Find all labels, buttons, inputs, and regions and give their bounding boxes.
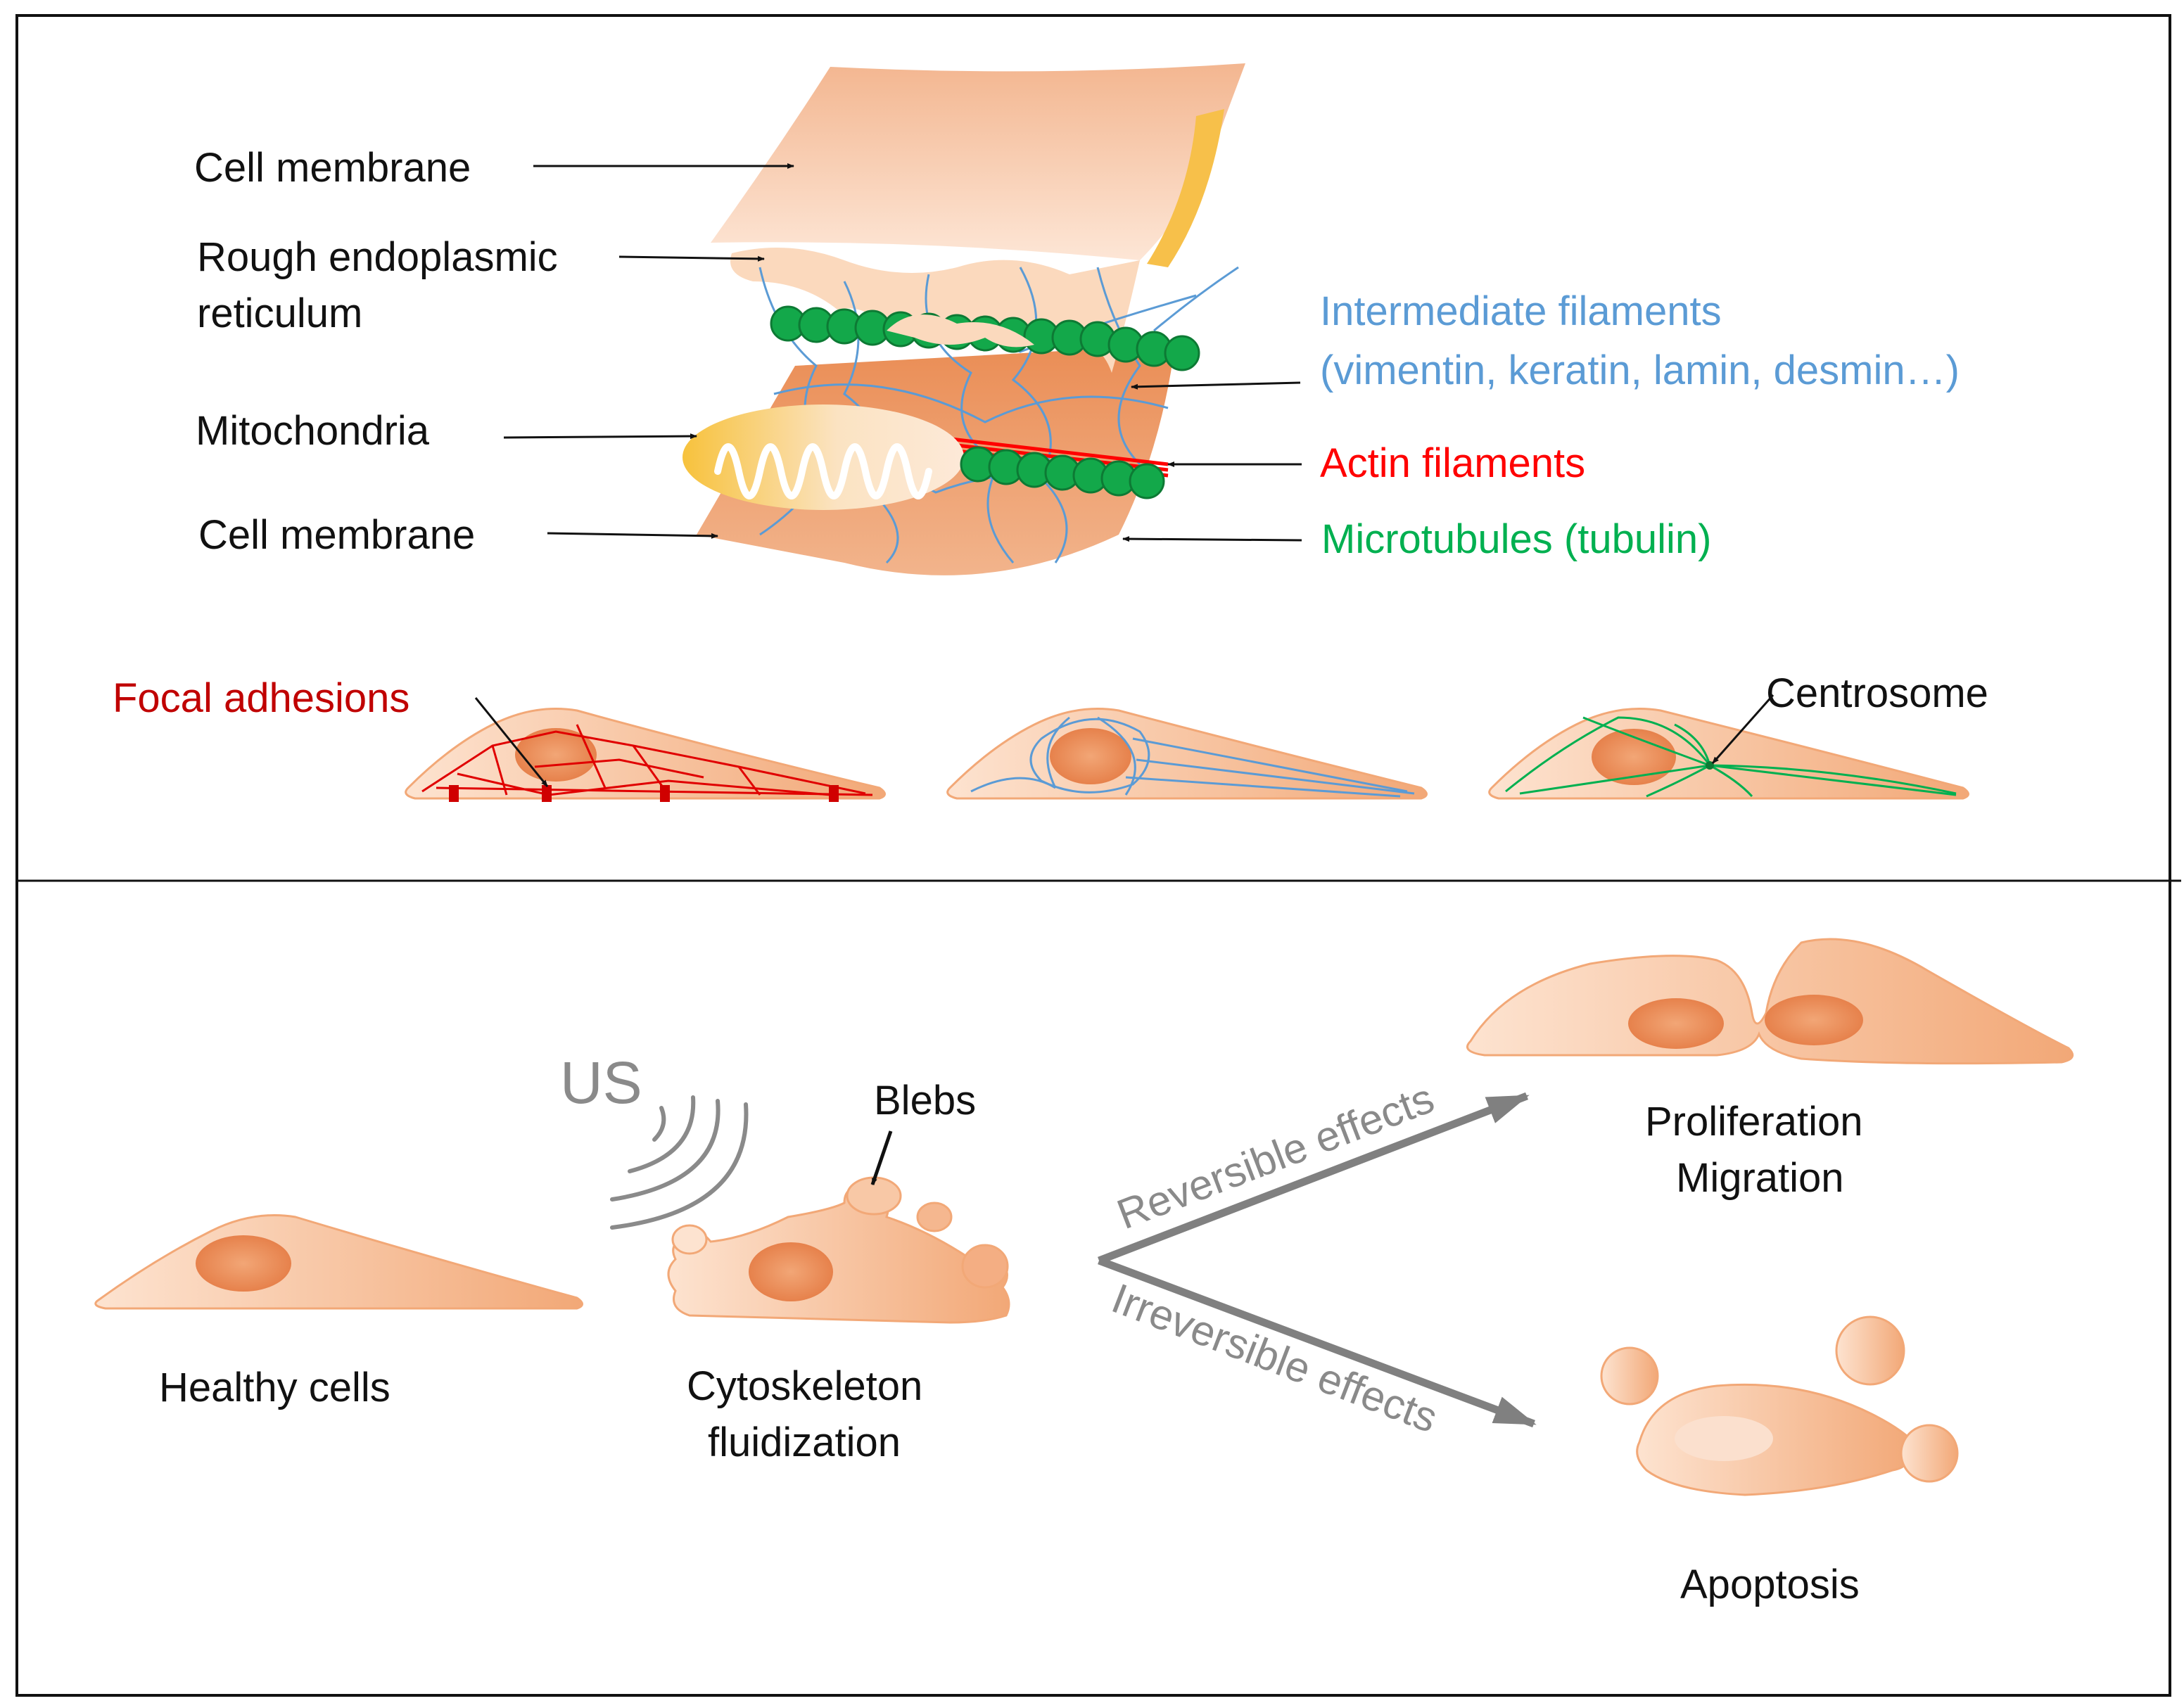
figure-frame bbox=[15, 14, 2171, 1697]
bleb bbox=[916, 1202, 953, 1232]
label-rer-line2: reticulum bbox=[197, 291, 362, 336]
label-rer-line1: Rough endoplasmic bbox=[197, 234, 558, 280]
label-fluid-line1: Cytoskeleton bbox=[687, 1363, 922, 1409]
cytoskeleton-illustration bbox=[682, 63, 1245, 575]
microtubule-lower bbox=[960, 446, 1165, 499]
label-irreversible: Irreversible effects bbox=[1105, 1275, 1444, 1442]
label-migration: Migration bbox=[1676, 1155, 1844, 1201]
pointer-rer bbox=[618, 255, 765, 262]
label-mitochondria: Mitochondria bbox=[196, 408, 430, 454]
bleb bbox=[961, 1244, 1009, 1289]
cell-actin-focal bbox=[405, 708, 886, 802]
bleb bbox=[671, 1224, 708, 1255]
label-cell-membrane-bottom: Cell membrane bbox=[198, 512, 475, 558]
pointer-intermediate bbox=[1131, 381, 1301, 390]
label-microtubules: Microtubules (tubulin) bbox=[1321, 516, 1711, 562]
label-intermediate-line1: Intermediate filaments bbox=[1320, 288, 1722, 334]
label-us: US bbox=[560, 1050, 642, 1116]
fluidized-cell bbox=[667, 1176, 1010, 1324]
label-intermediate-line2: (vimentin, keratin, lamin, desmin…) bbox=[1320, 348, 1960, 393]
pointer-centrosome bbox=[1711, 694, 1775, 764]
apoptotic-cell bbox=[1600, 1315, 1959, 1496]
cell-intermediate bbox=[946, 708, 1428, 800]
rough-er bbox=[730, 248, 1140, 373]
mitochondrion bbox=[682, 404, 964, 510]
top-membrane-edge bbox=[1147, 109, 1224, 267]
arrow-irreversible bbox=[1098, 1256, 1537, 1428]
label-cell-membrane-top: Cell membrane bbox=[194, 145, 471, 191]
pointer-blebs bbox=[870, 1130, 893, 1185]
label-apoptosis: Apoptosis bbox=[1680, 1562, 1860, 1607]
label-fluid-line2: fluidization bbox=[708, 1420, 901, 1465]
label-centrosome: Centrosome bbox=[1766, 670, 1988, 716]
label-reversible: Reversible effects bbox=[1111, 1074, 1440, 1238]
rer-fold bbox=[887, 314, 1034, 348]
label-healthy-cells: Healthy cells bbox=[159, 1365, 391, 1410]
ultrasound-waves-icon bbox=[610, 1095, 749, 1230]
pointer-microtubules bbox=[1122, 536, 1302, 542]
label-proliferation: Proliferation bbox=[1645, 1099, 1862, 1145]
label-actin: Actin filaments bbox=[1320, 440, 1585, 486]
pointer-focal-adhesions bbox=[474, 697, 549, 787]
label-blebs: Blebs bbox=[874, 1078, 976, 1123]
proliferating-cell bbox=[1466, 938, 2074, 1065]
arrow-reversible bbox=[1098, 1092, 1530, 1265]
cell-microtubule bbox=[1488, 708, 1969, 800]
pointer-cell-membrane-bottom bbox=[547, 532, 718, 539]
pointer-mitochondria bbox=[503, 433, 697, 440]
label-focal-adhesions: Focal adhesions bbox=[113, 675, 410, 721]
healthy-cell bbox=[94, 1214, 583, 1310]
top-membrane bbox=[711, 63, 1245, 260]
